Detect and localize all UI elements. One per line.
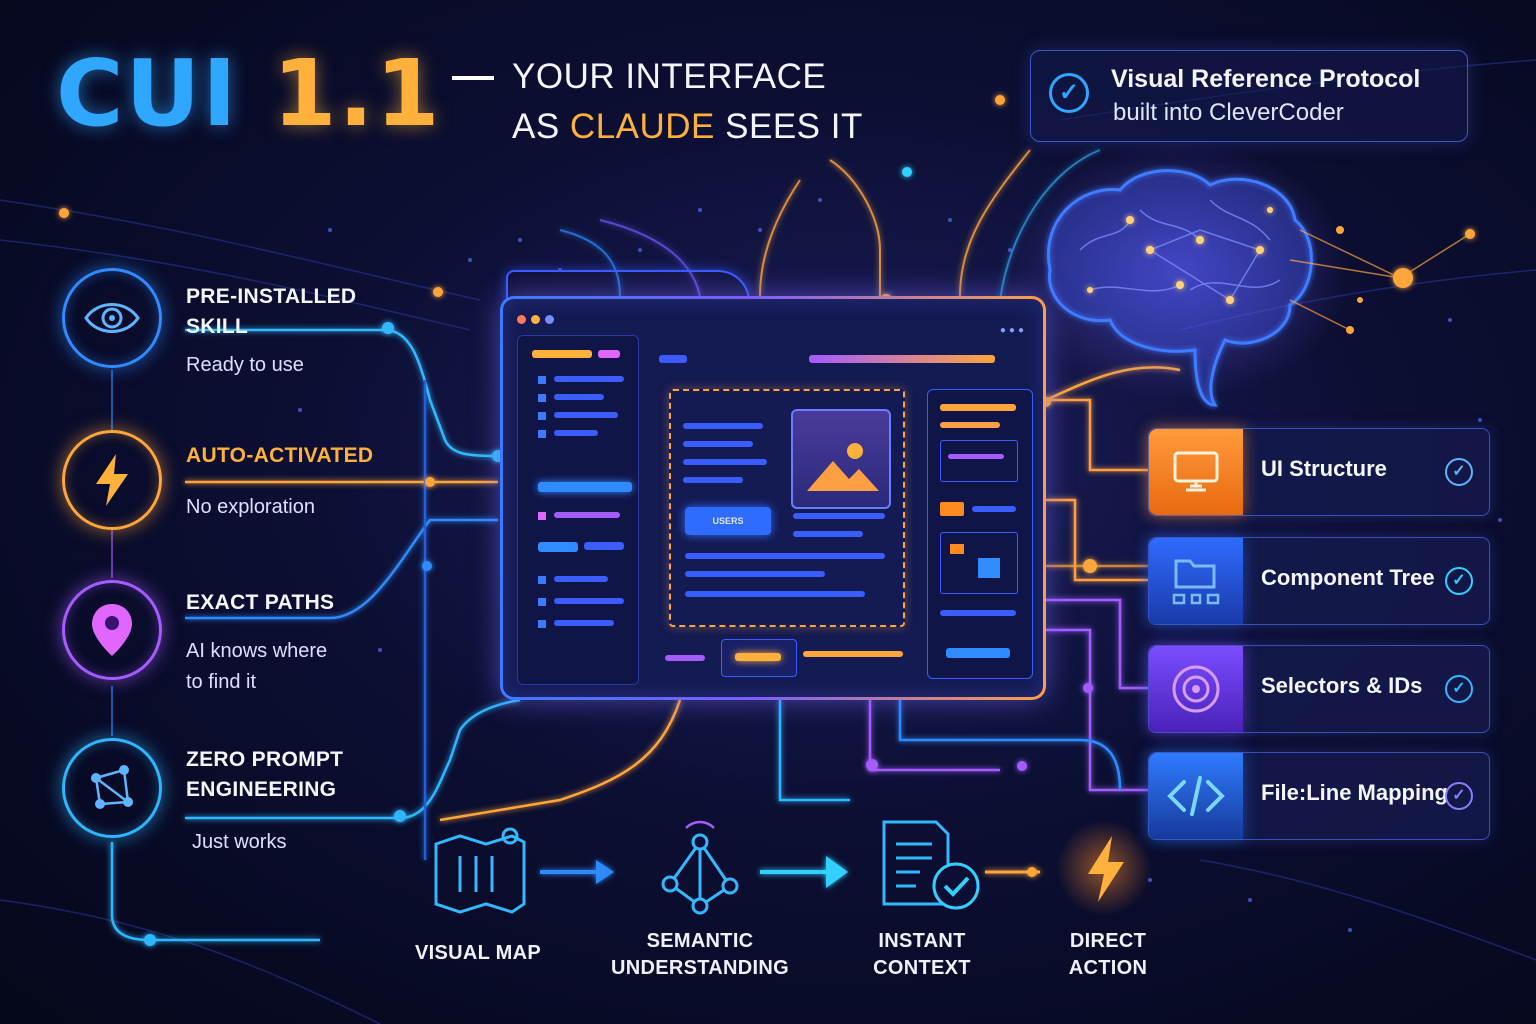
feature-auto-activated bbox=[62, 430, 162, 530]
folder-tree-icon bbox=[1149, 538, 1243, 624]
feature-title-line: PRE-INSTALLED bbox=[186, 285, 357, 308]
subtitle: YOUR INTERFACE AS CLAUDE SEES IT bbox=[512, 52, 863, 152]
check-circle-icon: ✓ bbox=[1049, 73, 1089, 113]
mock-users-button: USERS bbox=[685, 507, 771, 535]
panel-label: File:Line Mapping bbox=[1261, 780, 1448, 805]
network-icon bbox=[62, 738, 162, 838]
feature-desc-line: to find it bbox=[186, 671, 257, 693]
step-label-line: CONTEXT bbox=[873, 957, 971, 979]
feature-desc: Ready to use bbox=[186, 354, 304, 376]
step-label-line: DIRECT bbox=[1069, 930, 1147, 952]
monitor-icon bbox=[1149, 429, 1243, 515]
feature-zero-prompt bbox=[62, 738, 162, 838]
feature-title-line: ENGINEERING bbox=[186, 778, 337, 801]
protocol-title: Visual Reference Protocol bbox=[1111, 65, 1421, 93]
feature-title-line: ZERO PROMPT bbox=[186, 748, 344, 771]
feature-exact-paths bbox=[62, 580, 162, 680]
step-label-line: UNDERSTANDING bbox=[611, 957, 789, 979]
location-pin-icon bbox=[62, 580, 162, 680]
code-icon bbox=[1149, 753, 1243, 839]
panel-selectors-ids: Selectors & IDs ✓ bbox=[1148, 645, 1490, 733]
document-check-icon bbox=[878, 818, 988, 919]
subtitle-line-2: AS CLAUDE SEES IT bbox=[512, 102, 863, 152]
panel-file-line-mapping: File:Line Mapping ✓ bbox=[1148, 752, 1490, 840]
product-title: CUI 1.1 bbox=[56, 40, 441, 147]
subtitle-highlight: CLAUDE bbox=[569, 107, 715, 146]
protocol-badge: ✓ Visual Reference Protocol built into C… bbox=[1030, 50, 1468, 142]
step-label-line: INSTANT bbox=[878, 930, 966, 952]
window-menu-dots-icon: ●●● bbox=[999, 325, 1027, 336]
panel-component-tree: Component Tree ✓ bbox=[1148, 537, 1490, 625]
check-circle-icon: ✓ bbox=[1445, 675, 1473, 703]
feature-title: EXACT PATHS bbox=[186, 591, 335, 614]
feature-pre-installed bbox=[62, 268, 162, 368]
feature-desc-line: AI knows where bbox=[186, 640, 328, 662]
step-label-line: ACTION bbox=[1068, 957, 1148, 979]
interface-window-mockup: USERS ●●● bbox=[500, 296, 1046, 700]
feature-title: PRE-INSTALLED SKILL bbox=[186, 282, 356, 342]
window-controls bbox=[517, 311, 554, 329]
target-icon bbox=[1149, 646, 1243, 732]
panel-label: Selectors & IDs bbox=[1261, 673, 1423, 698]
step-label-line: SEMANTIC bbox=[646, 930, 754, 952]
check-circle-icon: ✓ bbox=[1445, 458, 1473, 486]
panel-label: Component Tree bbox=[1261, 565, 1435, 590]
lightning-icon bbox=[1056, 820, 1152, 916]
image-placeholder-icon bbox=[791, 409, 891, 509]
feature-desc: No exploration bbox=[186, 496, 315, 518]
panel-label: UI Structure bbox=[1261, 456, 1387, 481]
feature-title: AUTO-ACTIVATED bbox=[186, 444, 374, 467]
mock-right-panel bbox=[927, 389, 1033, 679]
map-icon bbox=[430, 826, 530, 927]
network-icon bbox=[648, 816, 752, 921]
step-label: DIRECT ACTION bbox=[1038, 928, 1178, 982]
feature-desc: AI knows where to find it bbox=[186, 636, 327, 698]
step-label: INSTANT CONTEXT bbox=[852, 928, 992, 982]
brand-name: CUI bbox=[56, 40, 239, 147]
version-number: 1.1 bbox=[272, 40, 442, 147]
eye-icon bbox=[62, 268, 162, 368]
mock-sidebar bbox=[517, 335, 639, 685]
feature-desc: Just works bbox=[192, 831, 287, 853]
feature-title-line: SKILL bbox=[186, 315, 249, 338]
step-label: VISUAL MAP bbox=[415, 942, 541, 964]
step-label: SEMANTIC UNDERSTANDING bbox=[600, 928, 800, 982]
subtitle-pre: AS bbox=[512, 107, 570, 146]
subtitle-line-1: YOUR INTERFACE bbox=[512, 57, 827, 96]
panel-ui-structure: UI Structure ✓ bbox=[1148, 428, 1490, 516]
check-circle-icon: ✓ bbox=[1445, 782, 1473, 810]
brain-icon bbox=[1010, 140, 1471, 407]
feature-title: ZERO PROMPT ENGINEERING bbox=[186, 745, 343, 805]
subtitle-post: SEES IT bbox=[714, 107, 863, 146]
title-divider bbox=[452, 76, 494, 80]
check-circle-icon: ✓ bbox=[1445, 567, 1473, 595]
protocol-subtitle: built into CleverCoder bbox=[1113, 99, 1344, 126]
selection-highlight bbox=[669, 389, 905, 627]
lightning-icon bbox=[62, 430, 162, 530]
